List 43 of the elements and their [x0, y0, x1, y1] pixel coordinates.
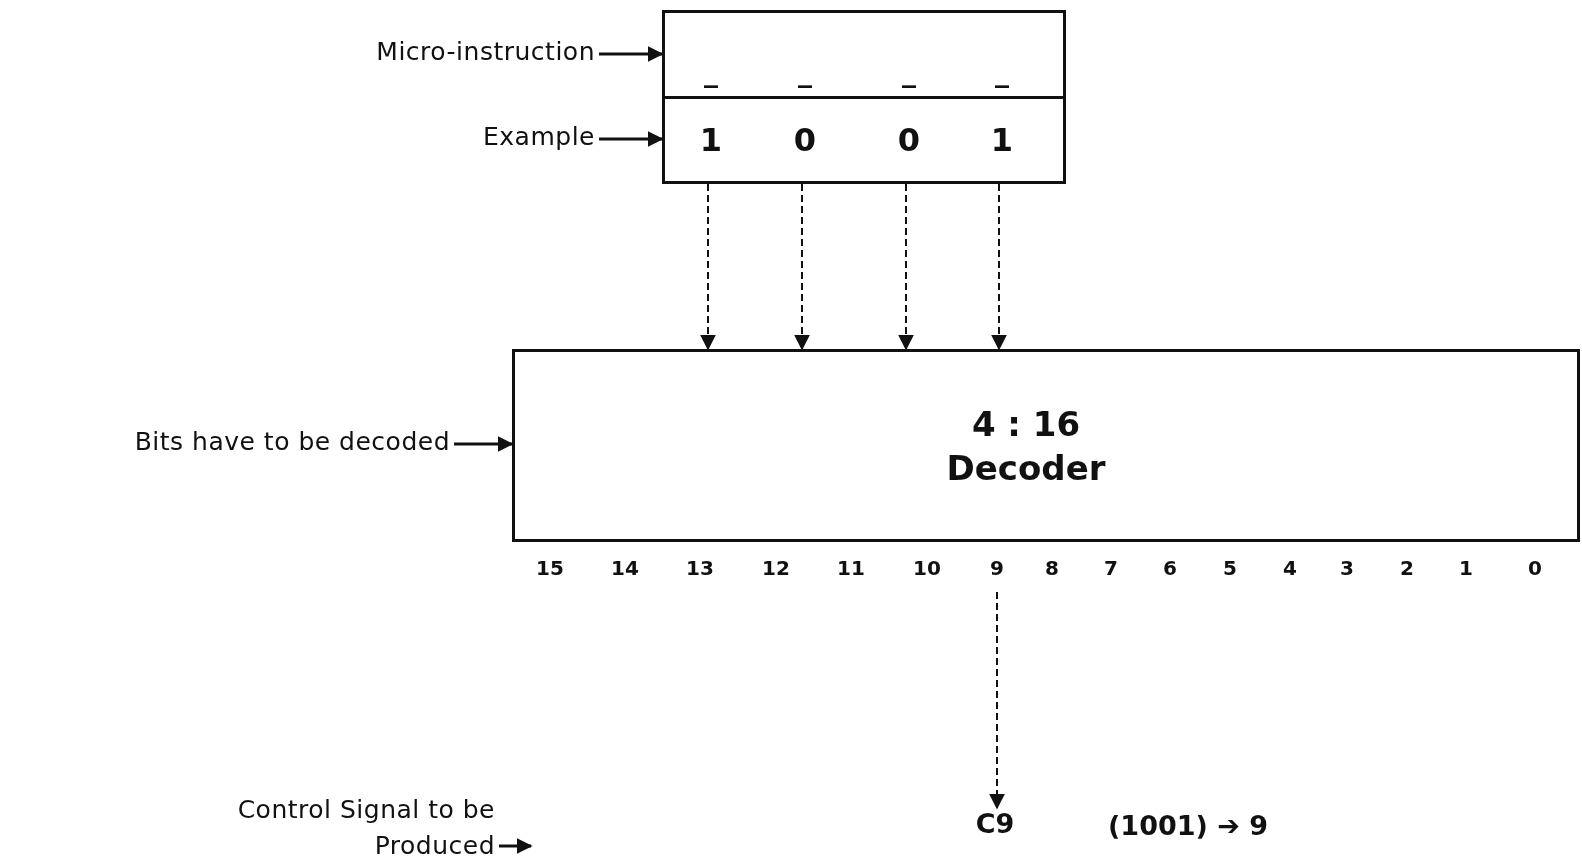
arrow	[989, 591, 1005, 810]
bit-value: 1	[698, 121, 724, 159]
annotation-text: Bits have to be decoded	[10, 424, 450, 464]
bit-value: 0	[896, 121, 922, 159]
output-pin-number: 2	[1399, 556, 1415, 580]
bit-value: _	[797, 55, 813, 88]
output-pin-number: 11	[836, 556, 866, 580]
output-pin-number: 3	[1339, 556, 1355, 580]
output-pin-number: 0	[1527, 556, 1543, 580]
output-pin-number: 12	[761, 556, 791, 580]
arrow	[599, 131, 664, 147]
output-pin-number: 7	[1103, 556, 1119, 580]
arrow	[499, 838, 533, 854]
register-field	[662, 96, 1066, 184]
arrow	[794, 183, 810, 351]
output-pin-number: 1	[1458, 556, 1474, 580]
output-pin-number: 14	[610, 556, 640, 580]
output-pin-number: 13	[685, 556, 715, 580]
output-pin-number: 4	[1282, 556, 1298, 580]
arrow	[898, 183, 914, 351]
output-pin-number: 6	[1162, 556, 1178, 580]
bit-value: 0	[792, 121, 818, 159]
output-pin-number: 8	[1044, 556, 1060, 580]
arrow	[700, 183, 716, 351]
annotation-text: Example	[250, 119, 595, 159]
register-field	[662, 10, 1066, 99]
annotation-text: Micro-instruction	[250, 34, 595, 74]
output-pin-number: 10	[912, 556, 942, 580]
bit-value: _	[994, 55, 1010, 88]
arrow	[599, 46, 664, 62]
decoder-block	[512, 349, 1580, 542]
mapping-note: (1001) ➔ 9	[1108, 810, 1269, 841]
control-signal: C9	[962, 808, 1028, 846]
bit-value: _	[901, 55, 917, 88]
decoder-title: 4 : 16 Decoder	[945, 402, 1107, 490]
arrow	[991, 183, 1007, 351]
output-pin-number: 9	[982, 556, 1012, 584]
arrow	[454, 436, 514, 452]
output-pin-number: 15	[535, 556, 565, 580]
bit-value: _	[703, 55, 719, 88]
output-pin-number: 5	[1222, 556, 1238, 580]
bit-value: 1	[989, 121, 1015, 159]
annotation-text: Control Signal to be Produced	[150, 792, 495, 864]
